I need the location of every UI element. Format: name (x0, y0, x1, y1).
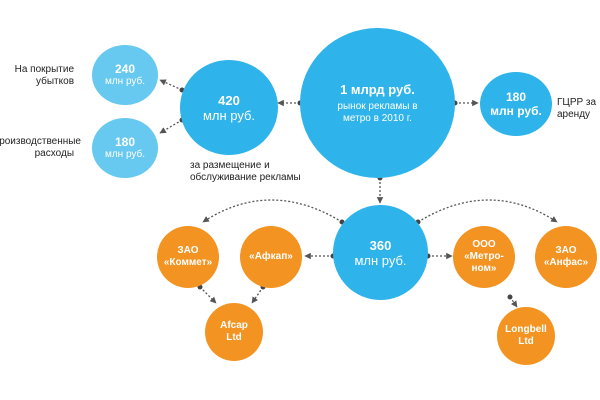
connector-kommet-afcap (199, 286, 217, 304)
node-gcrr: 180 млн руб. (480, 72, 552, 136)
node-metronom: ООО «Метро-ном» (453, 226, 515, 288)
placement-unit: млн руб. (202, 107, 256, 123)
anfas-name: ЗАО «Анфас» (543, 245, 589, 268)
node-longbell: Longbell Ltd (497, 307, 555, 365)
metronom-name: ООО «Метро-ном» (464, 239, 504, 274)
gcrr-unit: млн руб. (490, 104, 542, 118)
node-production: 180 млн руб. (92, 118, 158, 178)
longbell-name: Longbell Ltd (505, 324, 547, 347)
gcrr-value: 180 (505, 90, 527, 104)
node-kommet: ЗАО «Коммет» (157, 226, 219, 288)
kommet-name: ЗАО «Коммет» (163, 245, 213, 268)
node-agencies: 360 млн руб. (333, 205, 428, 300)
agencies-value: 360 (369, 237, 392, 253)
label-losses: На покрытие убытков (14, 64, 74, 87)
node-placement: 420 млн руб. (180, 60, 278, 155)
node-afcap-ltd: Afcap Ltd (205, 303, 263, 361)
agencies-unit: млн руб. (354, 252, 407, 268)
placement-value: 420 (218, 92, 240, 108)
node-afkap: «Афкап» (240, 226, 302, 288)
node-losses: 240 млн руб. (92, 45, 158, 105)
connector-agencies-kommet (202, 199, 343, 223)
connector-placement-production (159, 119, 183, 134)
label-production: Производственные расходы (0, 136, 81, 159)
node-total-market: 1 млрд руб. рынок рекламы в метро в 2010… (300, 28, 455, 178)
connector-agencies-anfas (417, 199, 558, 223)
total-market-desc: рынок рекламы в метро в 2010 г. (337, 100, 418, 124)
afkap-name: «Афкап» (249, 251, 293, 262)
label-placement: за размещение и обслуживание рекламы (190, 160, 301, 183)
production-value: 180 (114, 135, 136, 149)
connector-dot (507, 294, 513, 300)
total-market-value: 1 млрд руб. (340, 81, 415, 97)
node-anfas: ЗАО «Анфас» (535, 226, 597, 288)
afcap-ltd-name: Afcap Ltd (220, 320, 248, 343)
losses-value: 240 (114, 62, 136, 76)
connector-afkap-afcap (251, 286, 264, 304)
losses-unit: млн руб. (104, 76, 146, 87)
connector-placement-losses (159, 79, 183, 91)
label-gcrr: ГЦРР за аренду (557, 97, 597, 120)
production-unit: млн руб. (104, 149, 146, 160)
